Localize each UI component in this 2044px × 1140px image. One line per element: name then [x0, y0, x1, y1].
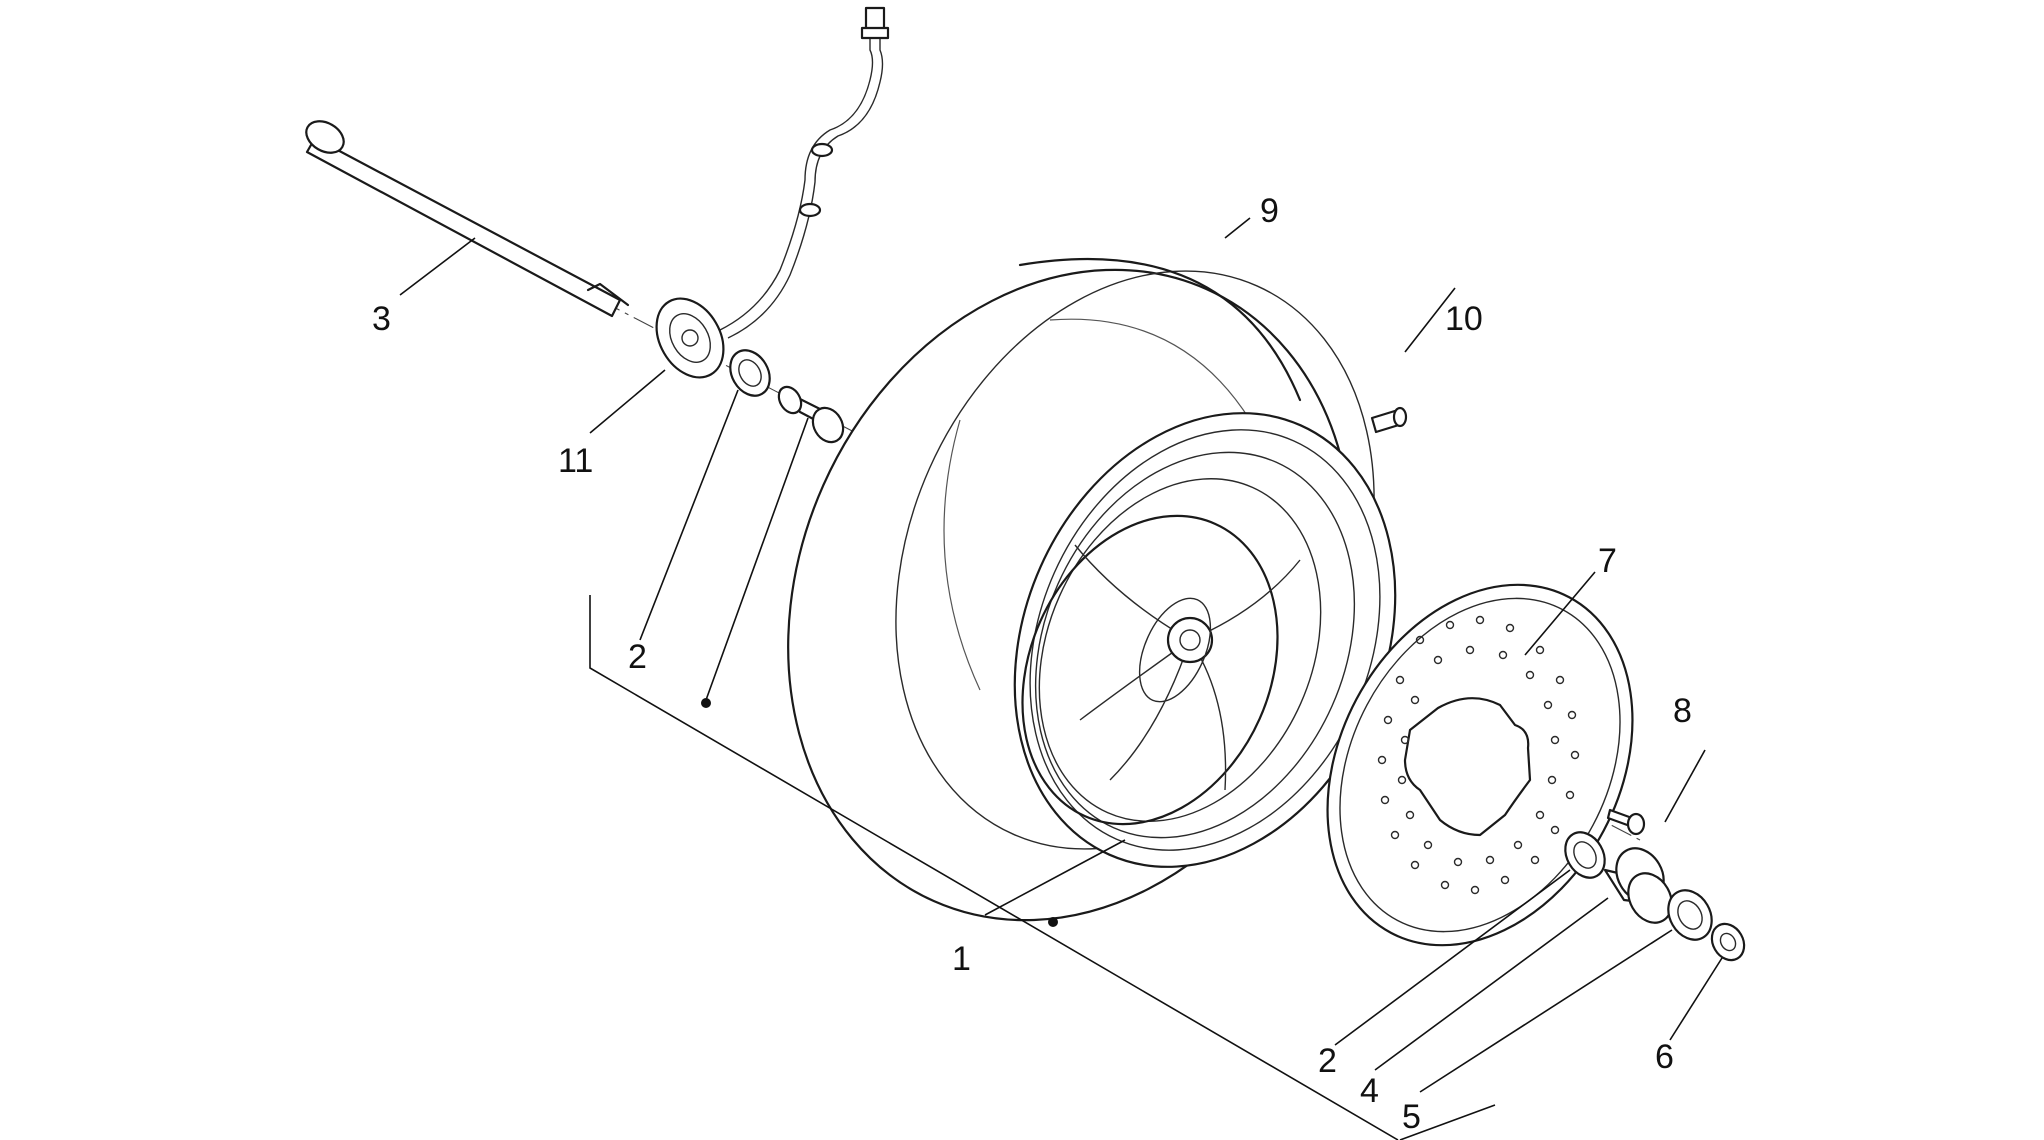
bearing-left — [729, 349, 771, 397]
callout-speedo-drive: 11 — [558, 442, 593, 480]
assembly-bracket — [589, 595, 1496, 1140]
leader-lines — [399, 217, 1723, 1093]
rim — [1013, 412, 1397, 868]
bearing-right — [1564, 831, 1606, 879]
callout-nut: 6 — [1655, 1038, 1674, 1076]
valve — [1370, 406, 1408, 434]
disc-bolt — [1606, 808, 1646, 836]
speedo-drive — [655, 6, 890, 379]
callout-disc-bolt: 8 — [1673, 692, 1692, 730]
spacer-tube-left — [777, 385, 845, 444]
brake-disc — [1326, 583, 1634, 947]
callout-spacer: 4 — [1360, 1072, 1379, 1110]
spacer — [1603, 847, 1673, 924]
callout-valve: 10 — [1445, 300, 1483, 338]
callout-washer: 5 — [1402, 1098, 1421, 1136]
washer — [1667, 889, 1713, 941]
axle — [305, 120, 630, 318]
callout-axle: 3 — [372, 300, 391, 338]
callout-brake-disc: 7 — [1598, 542, 1617, 580]
callout-wheel-assembly: 1 — [952, 940, 971, 978]
nut — [1710, 922, 1746, 962]
callout-bearing-right: 2 — [1318, 1042, 1337, 1080]
callout-bearing-left: 2 — [628, 638, 647, 676]
callout-tyre: 9 — [1260, 192, 1279, 230]
